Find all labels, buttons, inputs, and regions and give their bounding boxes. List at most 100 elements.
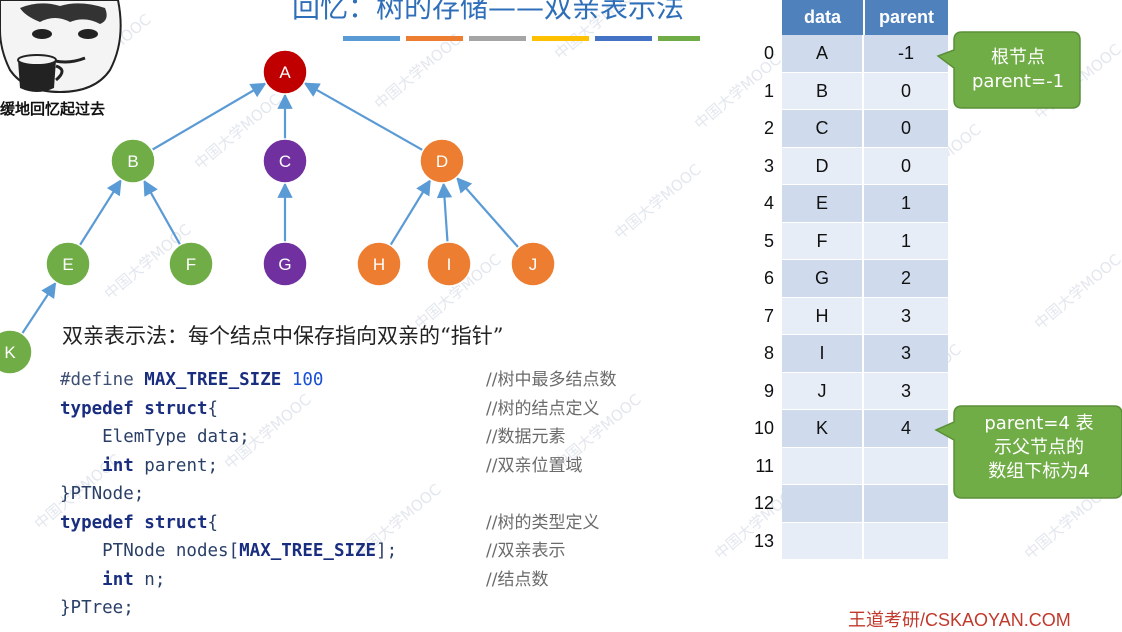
code-token: typedef struct — [60, 398, 208, 419]
parent-representation-description: 双亲表示法：每个结点中保存指向双亲的“指针” — [62, 324, 504, 348]
tree-node-label: C — [279, 152, 291, 171]
edge-F-B — [143, 179, 182, 246]
cell-parent — [864, 522, 948, 560]
edge-B-A — [151, 82, 267, 151]
array-index: 10 — [753, 418, 774, 438]
code-token: #define — [60, 370, 145, 390]
watermark-text: 中国大学MOOC — [611, 160, 705, 243]
array-index: 2 — [763, 118, 774, 138]
code-token: ]; — [376, 541, 398, 561]
cell-parent: 2 — [864, 260, 948, 298]
code-comment: //双亲表示 — [486, 541, 566, 561]
array-index: 13 — [753, 530, 774, 551]
title-bar-segment — [532, 36, 589, 41]
cell-data: I — [782, 335, 864, 373]
array-index: 3 — [763, 155, 774, 176]
tree-node-h: H — [356, 241, 402, 287]
code-line: typedef struct{ //树的类型定义 — [60, 509, 599, 538]
code-token: MAX_TREE_SIZE — [144, 370, 282, 390]
callout-line: parent=-1 — [971, 71, 1065, 92]
cell-parent: 4 — [864, 410, 948, 448]
tree-node-label: H — [373, 255, 385, 274]
title-underline-bars — [343, 36, 700, 41]
cell-data: H — [782, 297, 864, 335]
cell-data — [782, 447, 864, 485]
code-token: n; — [133, 569, 166, 590]
tree-node-i: I — [426, 241, 472, 287]
edge-E-B — [78, 179, 122, 246]
code-comment: //树中最多结点数 — [486, 370, 617, 390]
callout-line: 根节点 — [991, 47, 1045, 68]
array-index: 5 — [763, 230, 774, 251]
cell-data: C — [782, 110, 864, 148]
table-row — [782, 522, 948, 560]
meme-face-image — [0, 0, 122, 94]
cell-parent: 3 — [864, 372, 948, 410]
code-token — [60, 570, 102, 590]
callout-line: parent=4 表 — [984, 413, 1094, 434]
array-index: 9 — [763, 380, 774, 401]
title-bar-segment — [343, 36, 400, 41]
edge-K-E — [21, 281, 57, 335]
code-comment: //树的类型定义 — [486, 512, 600, 533]
code-line: int n;//结点数 — [60, 566, 548, 595]
callout-root-shape — [936, 31, 1081, 109]
header-parent: parent — [879, 7, 935, 27]
cell-parent: -1 — [864, 35, 948, 73]
code-token: { — [207, 512, 219, 533]
code-token: ElemType data; — [60, 427, 250, 447]
code-comment: //树的结点定义 — [486, 398, 600, 419]
code-line: #define MAX_TREE_SIZE 100//树中最多结点数 — [60, 366, 616, 395]
callout-parent-index-shape — [934, 405, 1122, 499]
cell-parent: 1 — [864, 222, 948, 260]
header-data: data — [782, 0, 866, 35]
cell-parent: 1 — [864, 185, 948, 223]
tree-node-j: J — [510, 241, 556, 287]
cell-parent — [864, 447, 948, 485]
tree-node-a: A — [262, 49, 308, 95]
cell-data — [782, 522, 864, 560]
title-bar-segment — [658, 36, 700, 41]
meme-caption: 缓地回忆起过去 — [0, 100, 106, 118]
cell-data: G — [782, 260, 864, 298]
code-line: typedef struct{//树的结点定义 — [60, 395, 599, 424]
code-line: }PTNode; — [60, 480, 397, 509]
edge-D-A — [303, 82, 424, 152]
tree-node-b: B — [110, 138, 156, 184]
code-comment: //数据元素 — [486, 427, 566, 447]
array-index: 11 — [755, 455, 774, 476]
tree-node-label: E — [62, 255, 73, 274]
title-bar-segment — [406, 36, 463, 41]
cell-data — [782, 485, 864, 523]
callout-parent-index: parent=4 表示父节点的数组下标为4 — [960, 412, 1118, 484]
code-token: parent; — [133, 455, 219, 476]
code-token — [60, 456, 102, 476]
cell-parent: 3 — [864, 335, 948, 373]
cell-parent: 0 — [864, 72, 948, 110]
array-index: 4 — [763, 193, 774, 213]
cell-parent: 0 — [864, 110, 948, 148]
code-token — [281, 370, 292, 390]
tree-node-label: A — [279, 63, 291, 82]
tree-node-label: I — [447, 255, 452, 274]
code-token: int — [102, 455, 134, 476]
edge-I-D — [436, 182, 453, 243]
tree-node-label: D — [436, 152, 448, 171]
table-row — [782, 485, 948, 523]
tree-node-g: G — [262, 241, 308, 287]
array-index: 8 — [763, 343, 774, 363]
slide-title: 回忆：树的存储——双亲表示法 — [292, 0, 685, 24]
tree-node-e: E — [45, 241, 91, 287]
cell-parent: 0 — [864, 147, 948, 185]
cell-parent: 3 — [864, 297, 948, 335]
code-token: typedef struct — [60, 512, 208, 533]
